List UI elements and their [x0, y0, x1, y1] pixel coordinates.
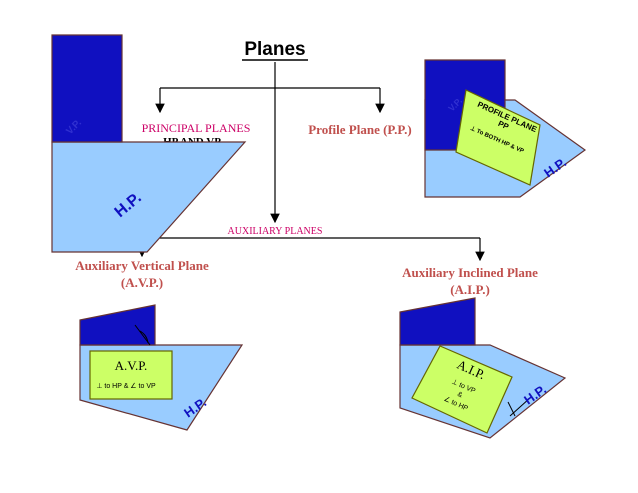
profile-plane-figure: V.P. PROFILE PLANE PP ⊥ To BOTH HP & VP …: [424, 59, 587, 198]
vp-plane: [51, 34, 123, 143]
avp-angle-arc: [139, 330, 149, 344]
auxiliary-planes-label: AUXILIARY PLANES: [228, 226, 323, 237]
avp-box-title: A.V.P.: [115, 358, 148, 373]
title-text: Planes: [244, 39, 305, 60]
avp-figure: A.V.P. ⊥ to HP & ∠ to VP H.P.: [79, 304, 244, 431]
profile-plane-label: Profile Plane (P.P.): [308, 122, 412, 137]
pp-box-line2: PP: [497, 119, 511, 132]
avp-label-line2: (A.V.P.): [121, 275, 163, 290]
hp-plane: [51, 141, 247, 253]
aip-label-line1: Auxiliary Inclined Plane: [402, 265, 538, 280]
principal-planes-figure: V.P. H.P.: [51, 34, 247, 253]
aip-figure: A.I.P. ⊥ to VP & ∠ to HP H.P.: [399, 297, 567, 439]
avp-box: [89, 350, 173, 400]
aip-label-line2: (A.I.P.): [450, 282, 490, 297]
vp-plane-avp: [79, 304, 156, 346]
aip-angle-arc: [507, 401, 516, 417]
avp-label-line1: Auxiliary Vertical Plane: [75, 258, 209, 273]
avp-box-sub: ⊥ to HP & ∠ to VP: [96, 382, 156, 390]
vp-plane-aip: [399, 297, 476, 346]
aip-box-sub2: &: [456, 391, 463, 399]
principal-planes-label: PRINCIPAL PLANES: [142, 121, 251, 135]
aip-box: [411, 345, 513, 434]
profile-plane-box: [455, 89, 541, 186]
